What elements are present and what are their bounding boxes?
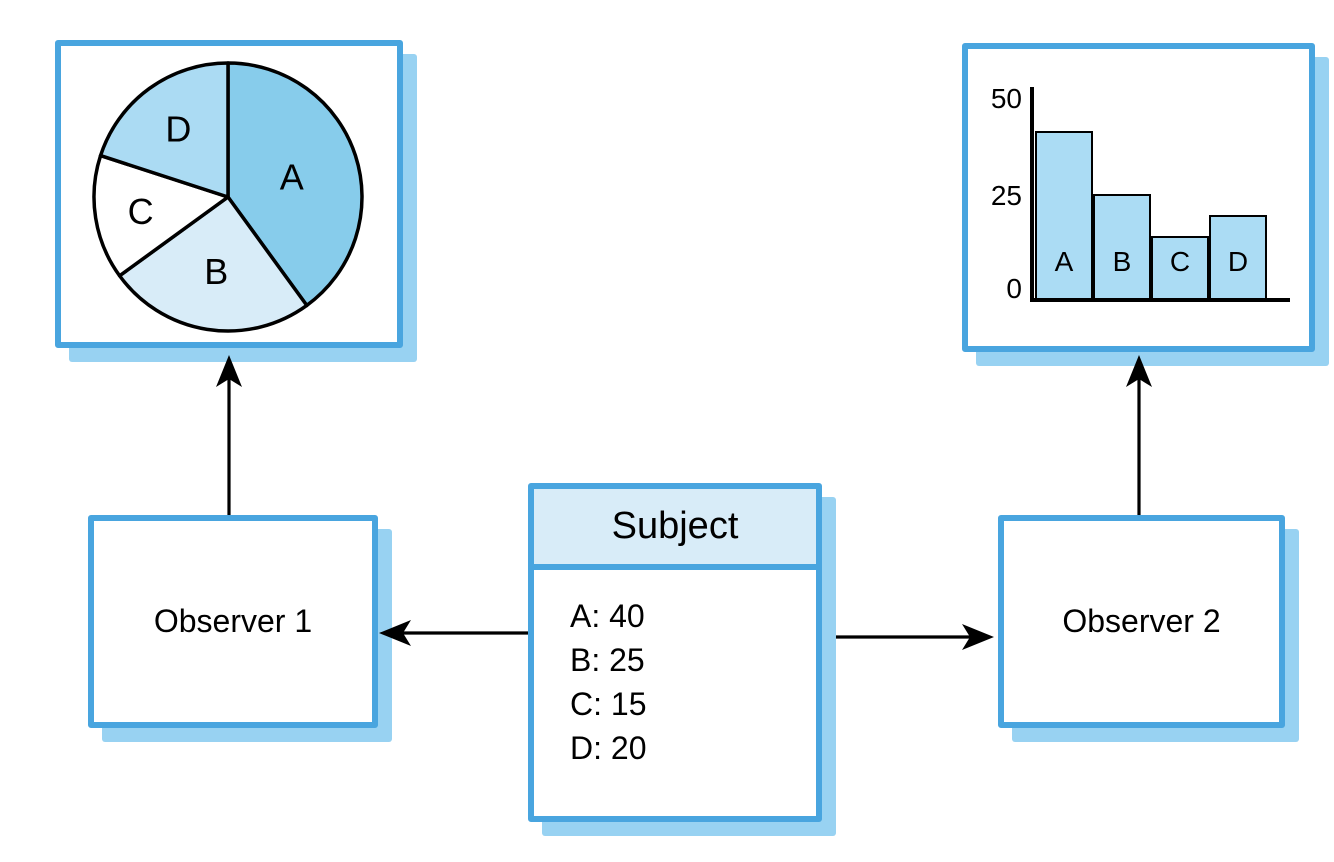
pie-slice-a bbox=[226, 61, 364, 308]
y-tick-label-50: 50 bbox=[991, 83, 1022, 114]
bar-chart-panel: A B C D 0 25 50 bbox=[962, 43, 1315, 352]
observer-2-label: Observer 2 bbox=[1062, 603, 1221, 639]
pie-label-b: B bbox=[204, 251, 228, 292]
pie-chart: A B CD bbox=[92, 61, 364, 333]
arrow-subject-to-observer-1-head bbox=[379, 620, 411, 646]
pie-slice-b bbox=[117, 195, 309, 333]
pie-label-d: D bbox=[165, 109, 191, 150]
subject-data-row-a: A: 40 bbox=[570, 598, 645, 634]
bar-chart: A B C D 0 25 50 bbox=[991, 83, 1290, 304]
arrow-observer-2-to-bar-chart bbox=[1126, 355, 1152, 515]
bar-label-c: C bbox=[1170, 246, 1190, 277]
bar-d bbox=[1209, 215, 1267, 301]
arrow-observer-1-to-pie-chart bbox=[216, 355, 242, 515]
pie-slice-c bbox=[92, 153, 230, 278]
y-tick-label-0: 0 bbox=[1006, 273, 1022, 304]
bar-label-a: A bbox=[1055, 246, 1074, 277]
observer-1-box: Observer 1 bbox=[88, 515, 378, 728]
pie-label-a: A bbox=[280, 156, 304, 197]
subject-title: Subject bbox=[534, 489, 816, 570]
bar-label-b: B bbox=[1113, 246, 1132, 277]
arrow-observer-1-to-pie-chart-head bbox=[216, 355, 242, 387]
bar-label-d: D bbox=[1228, 246, 1248, 277]
arrow-subject-to-observer-1 bbox=[379, 620, 528, 646]
bar-b bbox=[1093, 194, 1151, 301]
y-tick-label-25: 25 bbox=[991, 180, 1022, 211]
arrow-observer-2-to-bar-chart-head bbox=[1126, 355, 1152, 387]
arrow-subject-to-observer-2 bbox=[836, 624, 994, 650]
subject-data-row-c: C: 15 bbox=[570, 686, 647, 722]
subject-box: Subject A: 40 B: 25 C: 15 D: 20 bbox=[528, 483, 822, 822]
pie-label-c: C bbox=[128, 191, 154, 232]
observer-1-label: Observer 1 bbox=[153, 603, 313, 639]
subject-data-row-d: D: 20 bbox=[570, 730, 647, 766]
subject-data-list: A: 40 B: 25 C: 15 D: 20 bbox=[534, 570, 816, 816]
arrow-subject-to-observer-2-head bbox=[962, 624, 994, 650]
observer-2-box: Observer 2 bbox=[998, 515, 1285, 728]
subject-data-row-b: B: 25 bbox=[570, 642, 645, 678]
pie-slice-d bbox=[98, 61, 230, 199]
